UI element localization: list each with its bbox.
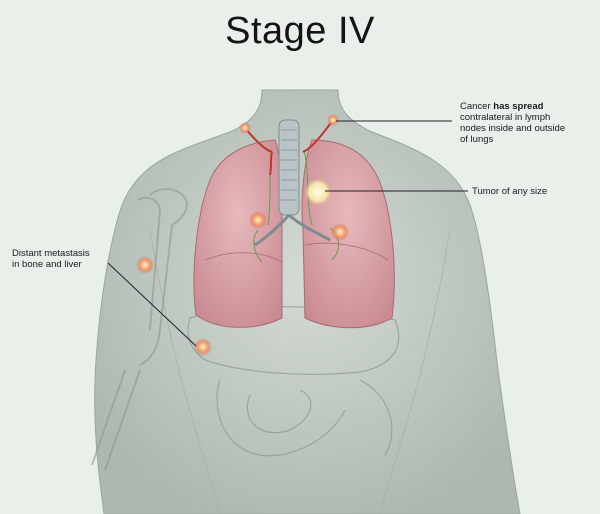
leader-lines	[107, 120, 468, 347]
metastasis-label-line1: Distant metastasis	[12, 248, 90, 259]
lesions	[136, 114, 349, 356]
hilar-lesion	[249, 211, 267, 229]
abdomen-organs	[187, 306, 400, 457]
liver-lesion	[194, 338, 212, 356]
arm-bones	[91, 188, 188, 471]
lymph-label-line1: Cancer	[460, 101, 494, 112]
metastasis-label-line2: in bone and liver	[12, 259, 82, 270]
metastasis-leader	[107, 262, 197, 347]
lymph-label-line3: nodes inside and outside	[460, 123, 566, 134]
lymph-spread-label: Cancer has spread contralateral in lymph…	[460, 101, 600, 145]
lymph-label-line2: contralateral in lymph	[460, 112, 551, 123]
page-title: Stage IV	[225, 10, 375, 52]
node-lesion	[239, 122, 251, 134]
lymph-label-line4: of lungs	[460, 134, 494, 145]
lymph-label-bold: has spread	[493, 101, 544, 112]
trachea	[254, 119, 331, 247]
node-lesion	[327, 114, 339, 126]
tumor-size-label: Tumor of any size	[472, 186, 548, 197]
hilar-lesion	[331, 223, 349, 241]
metastasis-label: Distant metastasis in bone and liver	[12, 248, 90, 270]
primary-tumor	[305, 179, 331, 205]
bone-lesion	[136, 256, 154, 274]
